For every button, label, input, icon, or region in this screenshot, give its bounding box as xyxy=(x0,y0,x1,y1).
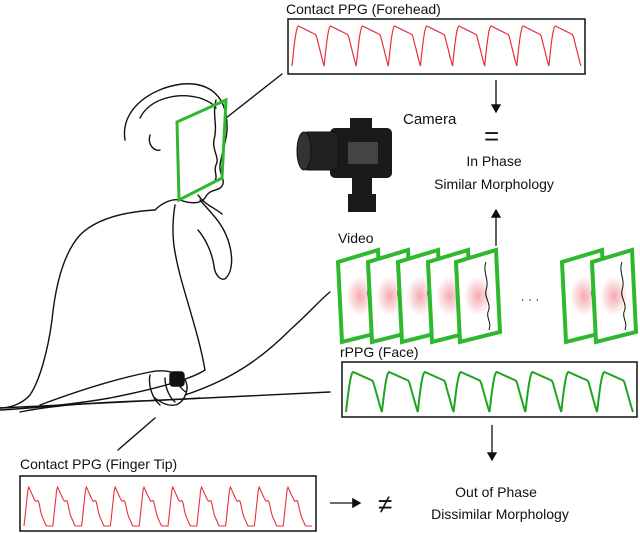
person-sketch xyxy=(0,73,331,451)
forehead-roi-box xyxy=(175,97,228,203)
rppg-face-label: rPPG (Face) xyxy=(340,344,419,360)
contact-forehead-panel xyxy=(287,18,586,75)
video-frame xyxy=(589,247,639,345)
video-frame xyxy=(453,247,503,345)
equals-sign: = xyxy=(484,121,499,151)
rppg-face-wave xyxy=(345,370,634,413)
camera-icon xyxy=(296,118,392,212)
contact-forehead-label: Contact PPG (Forehead) xyxy=(286,1,441,17)
in-phase-label: In Phase xyxy=(466,153,521,169)
similar-morphology-label: Similar Morphology xyxy=(434,176,554,192)
out-of-phase-label: Out of Phase xyxy=(455,484,537,500)
video-frames xyxy=(335,247,639,345)
ellipsis: · · · xyxy=(521,292,540,306)
contact-finger-label: Contact PPG (Finger Tip) xyxy=(20,456,177,472)
contact-forehead-wave xyxy=(291,25,582,67)
camera-label: Camera xyxy=(403,111,457,128)
not-equal-sign: ≠ xyxy=(378,489,392,519)
dissimilar-morphology-label: Dissimilar Morphology xyxy=(431,506,569,522)
contact-finger-wave xyxy=(23,485,312,527)
video-label: Video xyxy=(338,230,374,246)
